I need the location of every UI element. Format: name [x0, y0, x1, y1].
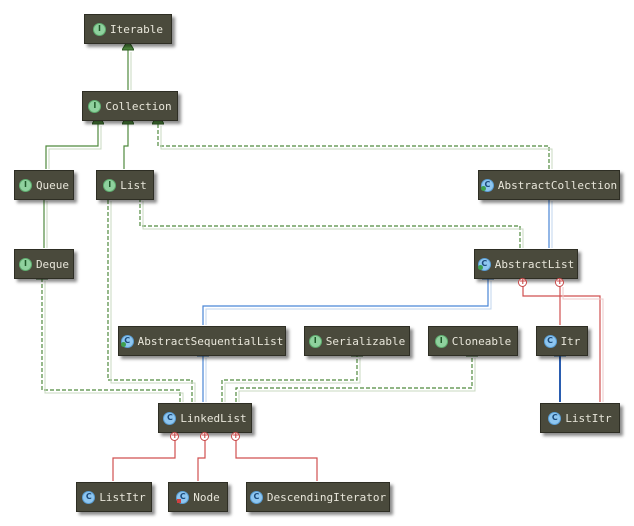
- edge-list-collection: [124, 124, 128, 169]
- edge-abstractsequentiallist-abstractlist: [202, 279, 491, 325]
- edge-linkedlist-abstractsequentiallist: [203, 356, 206, 402]
- node-label: Queue: [35, 178, 70, 192]
- class-icon: C: [548, 411, 562, 425]
- class-icon: C: [82, 490, 96, 504]
- node-collection[interactable]: I Collection: [82, 91, 178, 121]
- node-abstract-list-list-itr[interactable]: C ListItr: [540, 403, 620, 433]
- node-label: DescendingIterator: [266, 490, 387, 504]
- interface-icon: I: [103, 178, 117, 192]
- edge-abstractlist-abstractcollection: [549, 199, 552, 248]
- node-label: Serializable: [325, 334, 406, 348]
- edge-linkedlist-list: [108, 199, 196, 402]
- node-label: Cloneable: [451, 334, 512, 348]
- node-label: Iterable: [110, 22, 163, 36]
- edge-collection-iterable: [128, 50, 131, 90]
- edge-abstractlist-itr: [522, 284, 561, 325]
- node-label: List: [120, 178, 147, 192]
- edge-linkedlist-listitr: [112, 440, 176, 481]
- edge-linkedlist-cloneable: [235, 356, 475, 402]
- abstract-class-icon: C: [477, 257, 491, 271]
- private-class-icon: C: [176, 490, 190, 504]
- node-label: ListItr: [565, 411, 612, 425]
- node-label: Itr: [560, 334, 581, 348]
- edge-queue-collection: [45, 124, 101, 169]
- edge-deque-queue: [44, 199, 47, 248]
- interface-icon: I: [93, 22, 106, 36]
- class-icon: C: [163, 411, 177, 425]
- node-deque[interactable]: I Deque: [14, 249, 74, 279]
- node-descending-iterator[interactable]: C DescendingIterator: [246, 482, 390, 512]
- edge-linkedlist-node: [197, 440, 206, 481]
- class-icon: C: [249, 490, 263, 504]
- inner-class-marker: +: [231, 431, 240, 441]
- node-linked-list[interactable]: C LinkedList: [158, 403, 252, 433]
- edge-abstractcollection-collection: [158, 124, 553, 169]
- node-cloneable[interactable]: I Cloneable: [428, 326, 518, 356]
- abstract-class-icon: C: [120, 334, 134, 348]
- interface-icon: I: [18, 257, 32, 271]
- inner-class-marker: +: [170, 431, 179, 441]
- node-iterable[interactable]: I Iterable: [84, 14, 172, 44]
- interface-icon: I: [88, 99, 102, 113]
- node-linked-list-list-itr[interactable]: C ListItr: [76, 482, 152, 512]
- interface-icon: I: [18, 178, 32, 192]
- class-icon: C: [543, 334, 557, 348]
- edge-linkedlist-deque: [42, 279, 184, 402]
- node-abstract-list[interactable]: C AbstractList: [474, 249, 578, 279]
- node-label: LinkedList: [180, 411, 247, 425]
- node-label: Deque: [35, 257, 70, 271]
- node-label: Node: [193, 490, 220, 504]
- inner-class-marker: +: [555, 277, 564, 287]
- inner-class-marker: +: [518, 277, 527, 287]
- node-node[interactable]: C Node: [168, 482, 228, 512]
- edge-linkedlist-serializable: [221, 356, 360, 402]
- node-itr[interactable]: C Itr: [536, 326, 588, 356]
- node-label: Collection: [105, 99, 172, 113]
- node-label: AbstractSequentialList: [137, 334, 284, 348]
- edge-abstractlist-listitr: [559, 284, 604, 402]
- edge-linkedlist-descendingiterator: [235, 440, 318, 481]
- node-abstract-sequential-list[interactable]: C AbstractSequentialList: [118, 326, 286, 356]
- edge-abstractlist-list: [140, 199, 524, 248]
- node-queue[interactable]: I Queue: [14, 170, 74, 200]
- node-label: AbstractList: [494, 257, 575, 271]
- node-abstract-collection[interactable]: C AbstractCollection: [478, 170, 620, 200]
- inner-class-marker: +: [200, 431, 209, 441]
- node-serializable[interactable]: I Serializable: [304, 326, 410, 356]
- abstract-class-icon: C: [480, 178, 494, 192]
- node-list[interactable]: I List: [96, 170, 154, 200]
- interface-icon: I: [308, 334, 322, 348]
- node-label: ListItr: [99, 490, 146, 504]
- interface-icon: I: [434, 334, 448, 348]
- node-label: AbstractCollection: [497, 178, 618, 192]
